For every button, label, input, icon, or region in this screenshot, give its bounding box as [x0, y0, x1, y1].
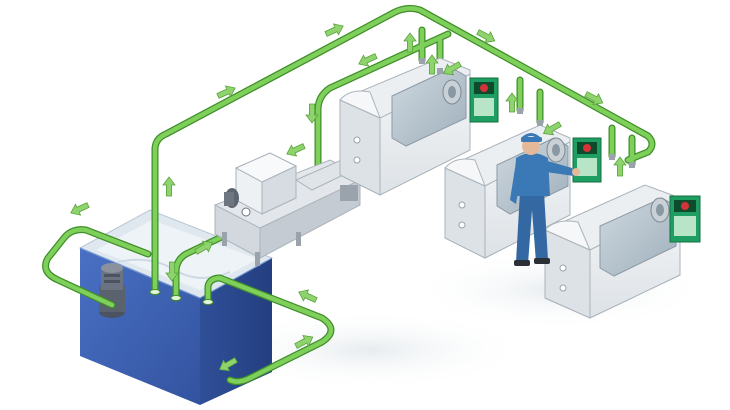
cnc-machine-icon: [544, 184, 681, 319]
pipe-nozzles: [419, 58, 635, 168]
flow-arrow-icon: [67, 199, 91, 219]
control-panel-icon: [469, 77, 499, 123]
cnc-machine-icon: [339, 57, 471, 196]
flow-arrow-icon: [283, 140, 307, 160]
flow-arrow-icon: [613, 156, 627, 177]
control-panel-icon: [669, 195, 701, 243]
pump-motor-icon: [99, 263, 125, 318]
flow-arrow-icon: [295, 286, 319, 306]
person-icon: [510, 133, 580, 266]
control-panel-icon: [572, 137, 602, 183]
flow-arrow-icon: [505, 92, 519, 113]
filtration-unit: [214, 152, 364, 266]
flow-arrow-icon: [162, 176, 176, 197]
tank-pipe-stubs: [149, 289, 214, 305]
floor-shadow: [210, 310, 530, 390]
